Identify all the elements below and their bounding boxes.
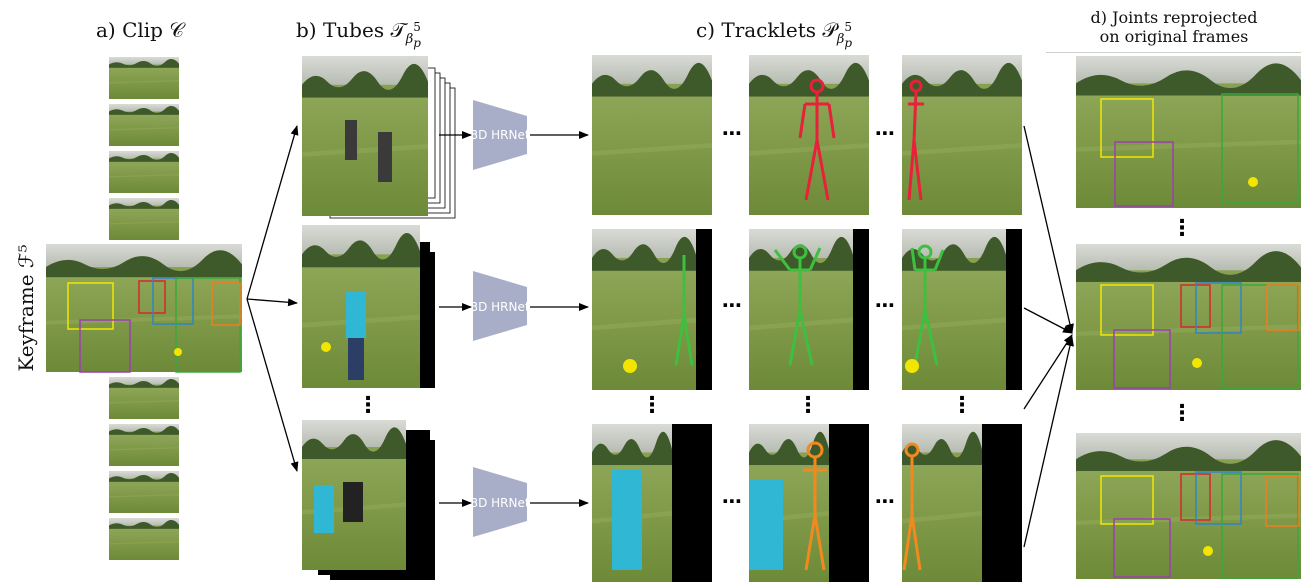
clip-frame-3 <box>109 151 179 193</box>
keyframe-image <box>46 244 242 373</box>
network-label-2: 3D HRNet <box>470 300 529 314</box>
skeleton-orange-1 <box>803 441 827 571</box>
keyframe-box-red <box>138 280 166 314</box>
arrow-to-tube-2 <box>246 298 298 307</box>
tubes-label-sub: β <box>405 32 414 47</box>
keyframe-ball <box>174 348 182 356</box>
clip-frame-2 <box>109 104 179 146</box>
clip-frame-7 <box>109 424 179 466</box>
joints-label-line2: on original frames <box>1099 27 1249 47</box>
clip-frame-6 <box>109 377 179 419</box>
joints-label-line1: d) Joints reprojected <box>1090 8 1258 27</box>
network-block-1: 3D HRNet <box>470 100 530 170</box>
joints-label: d) Joints reprojected on original frames <box>1064 8 1284 46</box>
network-label-1: 3D HRNet <box>470 128 529 142</box>
tracklets-vdots-2: ⋮ <box>797 393 819 418</box>
tracklet-row2-hdots-b: ⋯ <box>875 293 895 317</box>
tubes-label-subsub: p <box>413 36 421 50</box>
tracklets-vdots-3: ⋮ <box>951 393 973 418</box>
reprojected-frame-2 <box>1076 244 1301 390</box>
skeleton-green-2 <box>773 244 822 366</box>
reprojection-arrows <box>1023 125 1074 548</box>
tracklet-row-2 <box>592 229 1022 390</box>
reprojected-vdots-2: ⋮ <box>1171 401 1193 426</box>
keyframe-box-purple <box>79 319 131 373</box>
clip-frame-9 <box>109 518 179 560</box>
clip-label-text: a) Clip 𝒞 <box>96 18 184 42</box>
tubes-label-sup: 5 <box>413 20 421 34</box>
skeleton-green-1 <box>674 255 694 366</box>
keyframe-box-yellow <box>67 282 114 330</box>
reprojected-frame-3 <box>1076 433 1301 579</box>
tube-2 <box>302 225 435 388</box>
tracklet-row-3 <box>592 424 1022 582</box>
tracklets-label-text: c) Tracklets 𝒫 <box>696 18 837 42</box>
skeleton-orange-2 <box>902 442 922 571</box>
reprojected-vdots-1: ⋮ <box>1171 216 1193 241</box>
tracklets-label-sup: 5 <box>844 20 852 34</box>
tube-1 <box>302 56 456 219</box>
keyframe-box-orange <box>211 282 241 326</box>
tracklet-row3-hdots-a: ⋯ <box>722 489 742 513</box>
joints-label-rule <box>1046 52 1301 53</box>
arrow-to-tube-3 <box>246 298 299 472</box>
tracklet-row1-hdots-a: ⋯ <box>722 121 742 145</box>
tubes-vdots: ⋮ <box>357 393 379 418</box>
clip-frame-4 <box>109 198 179 240</box>
tube-3 <box>302 420 435 580</box>
tracklets-label-subsub: p <box>844 36 853 50</box>
reprojected-frame-1 <box>1076 56 1301 208</box>
clip-frame-1 <box>109 57 179 99</box>
tracklet-row-1 <box>592 55 1022 215</box>
tracklet-row3-hdots-b: ⋯ <box>875 489 895 513</box>
arrow-to-tube-1 <box>246 125 299 300</box>
skeleton-red-2 <box>907 79 924 201</box>
tracklet-row1-hdots-b: ⋯ <box>875 121 895 145</box>
tracklets-label-sub: β <box>836 32 845 47</box>
keyframe-box-blue <box>152 277 194 325</box>
tubes-label-text: b) Tubes 𝒯 <box>296 18 406 42</box>
skeleton-red-1 <box>798 78 836 201</box>
tracklets-vdots-1: ⋮ <box>641 393 663 418</box>
network-block-2: 3D HRNet <box>470 271 530 341</box>
tracklet-row2-hdots-a: ⋯ <box>722 293 742 317</box>
network-arrows <box>439 131 589 507</box>
clip-frame-8 <box>109 471 179 513</box>
network-label-3: 3D HRNet <box>470 496 529 510</box>
skeleton-green-3 <box>910 244 945 366</box>
clip-label: a) Clip 𝒞 <box>96 20 184 40</box>
network-block-3: 3D HRNet <box>470 467 530 537</box>
